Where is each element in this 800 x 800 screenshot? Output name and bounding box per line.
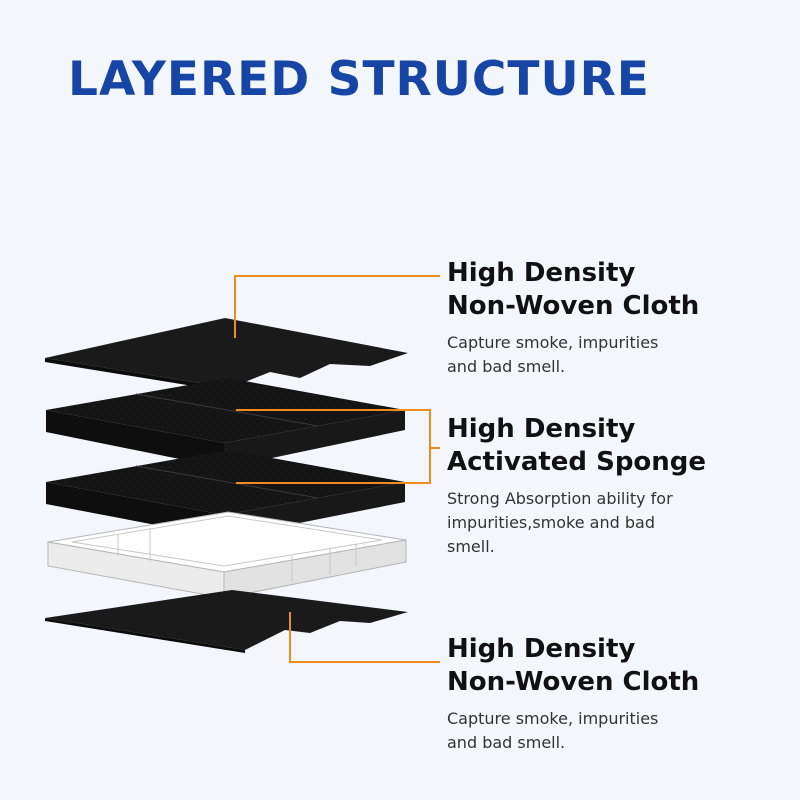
heading-line: High Density	[447, 414, 636, 444]
leader-line-upper-sponge	[236, 409, 440, 449]
bottom-cloth-layer	[45, 590, 408, 653]
layer-label-bottom-cloth: High Density Non-Woven Cloth Capture smo…	[447, 633, 787, 755]
layer-description: Capture smoke, impurities and bad smell.	[447, 707, 787, 755]
description-line: Strong Absorption ability for	[447, 489, 673, 508]
heading-line: High Density	[447, 258, 636, 288]
leader-line-top-cloth	[234, 275, 440, 338]
layer-description: Capture smoke, impurities and bad smell.	[447, 331, 787, 379]
description-line: smell.	[447, 537, 495, 556]
heading-line: Non-Woven Cloth	[447, 667, 700, 697]
filter-frame	[47, 511, 407, 599]
description-line: and bad smell.	[447, 357, 566, 376]
description-line: impurities,smoke and bad	[447, 513, 655, 532]
heading-line: Non-Woven Cloth	[447, 291, 700, 321]
upper-sponge-layer	[46, 378, 405, 468]
layer-description: Strong Absorption ability for impurities…	[447, 487, 787, 559]
page-title: LAYERED STRUCTURE	[68, 52, 650, 107]
layer-heading: High Density Non-Woven Cloth	[447, 633, 787, 699]
top-cloth-layer	[45, 318, 408, 392]
leader-line-bottom-cloth	[289, 612, 440, 663]
layer-heading: High Density Activated Sponge	[447, 413, 787, 479]
heading-line: Activated Sponge	[447, 447, 707, 477]
description-line: Capture smoke, impurities	[447, 333, 659, 352]
layer-label-sponge: High Density Activated Sponge Strong Abs…	[447, 413, 787, 559]
leader-line-lower-sponge	[236, 448, 431, 484]
heading-line: High Density	[447, 634, 636, 664]
description-line: and bad smell.	[447, 733, 566, 752]
layer-heading: High Density Non-Woven Cloth	[447, 257, 787, 323]
description-line: Capture smoke, impurities	[447, 709, 659, 728]
layer-label-top-cloth: High Density Non-Woven Cloth Capture smo…	[447, 257, 787, 379]
